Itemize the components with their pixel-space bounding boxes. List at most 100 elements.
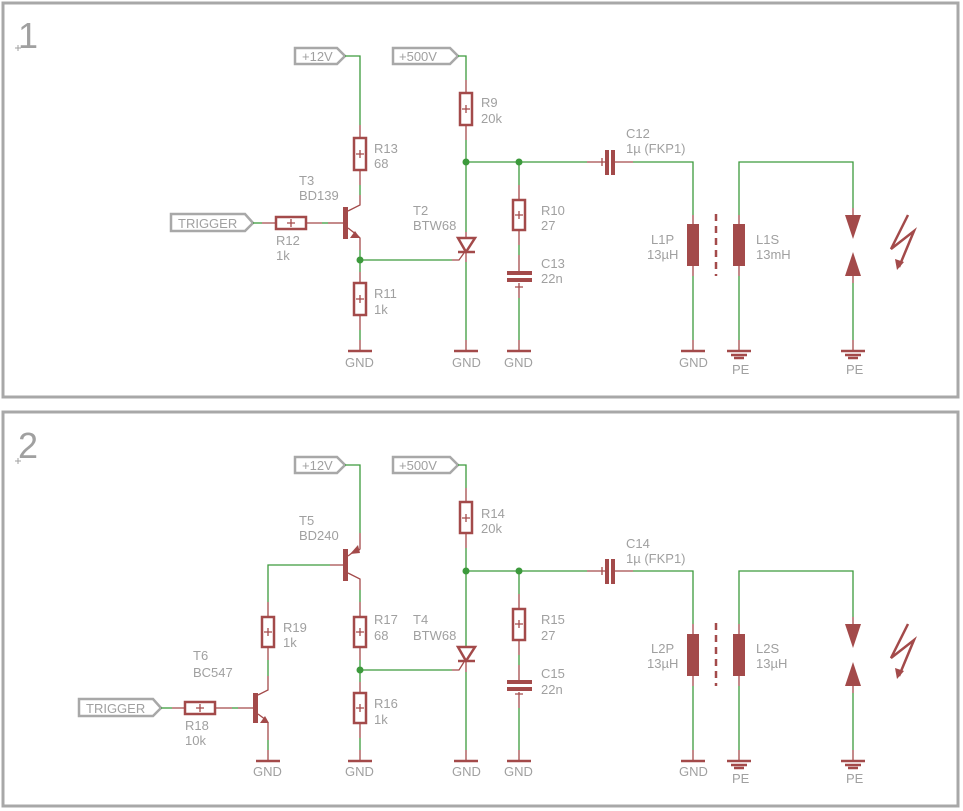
pe-label: PE: [846, 362, 864, 377]
r11-value: 1k: [374, 302, 388, 317]
capacitor-c12[interactable]: C12 1µ (FKP1): [587, 126, 686, 175]
pe-earth-symbol: PE: [841, 340, 865, 377]
sheet-1: 1 +12V R13 68 T3 BD139: [1, 1, 960, 399]
gnd-symbol: GND: [452, 750, 481, 779]
lightning-icon: [889, 623, 917, 677]
port-trigger[interactable]: TRIGGER: [169, 212, 255, 233]
resistor-r11[interactable]: R11 1k: [352, 272, 397, 330]
capacitor-c15[interactable]: C15 22n: [507, 665, 565, 708]
capacitor-c13[interactable]: C13 22n: [507, 255, 565, 298]
r13-value: 68: [374, 156, 388, 171]
port-12v-label: +12V: [302, 458, 333, 473]
resistor-r10[interactable]: R10 27: [511, 185, 565, 245]
t2-value: BTW68: [413, 218, 456, 233]
r14-value: 20k: [481, 521, 502, 536]
t6-name: T6: [193, 648, 208, 663]
port-12v[interactable]: +12V: [293, 455, 347, 475]
t4-value: BTW68: [413, 628, 456, 643]
l1p-name: L1P: [651, 232, 674, 247]
l2p-name: L2P: [651, 641, 674, 656]
l2s-value: 13µH: [756, 656, 787, 671]
c14-name: C14: [626, 536, 650, 551]
resistor-r15[interactable]: R15 27: [511, 594, 565, 655]
port-12v[interactable]: +12V: [293, 46, 347, 66]
gnd-symbol: GND: [504, 750, 533, 779]
gnd-symbol: GND: [345, 750, 374, 779]
sheet-2: 2 +12V T5 BD240 R19 1k: [1, 410, 960, 808]
gnd-symbol: GND: [253, 750, 282, 779]
pe-label: PE: [732, 362, 750, 377]
resistor-r17[interactable]: R17 68: [352, 602, 398, 660]
c14-value: 1µ (FKP1): [626, 551, 686, 566]
port-12v-label: +12V: [302, 49, 333, 64]
transistor-t6[interactable]: T6 BC547: [193, 648, 269, 740]
origin-cross: [15, 45, 21, 51]
l1p-value: 13µH: [647, 247, 678, 262]
sheet-number: 2: [18, 425, 38, 466]
resistor-r12[interactable]: R12 1k: [262, 215, 322, 263]
r12-value: 1k: [276, 248, 290, 263]
pe-earth-symbol: PE: [727, 340, 751, 377]
r9-value: 20k: [481, 111, 502, 126]
sheet-number: 1: [18, 15, 38, 56]
gnd-symbol: GND: [452, 340, 481, 370]
r19-value: 1k: [283, 635, 297, 650]
t3-value: BD139: [299, 188, 339, 203]
r10-value: 27: [541, 218, 555, 233]
transformer-l2[interactable]: L2P 13µH L2S 13µH: [647, 623, 787, 686]
t5-value: BD240: [299, 528, 339, 543]
r17-name: R17: [374, 612, 398, 627]
gnd-symbol: GND: [504, 340, 533, 370]
r12-name: R12: [276, 233, 300, 248]
t2-name: T2: [413, 203, 428, 218]
resistor-r9[interactable]: R9 20k: [458, 80, 502, 140]
spark-gap[interactable]: [845, 617, 861, 693]
r16-name: R16: [374, 696, 398, 711]
r19-name: R19: [283, 620, 307, 635]
r18-value: 10k: [185, 733, 206, 748]
gnd-label: GND: [679, 764, 708, 779]
r15-value: 27: [541, 628, 555, 643]
transistor-t3[interactable]: T3 BD139: [299, 173, 361, 250]
port-500v[interactable]: +500V: [391, 46, 460, 66]
gnd-label: GND: [253, 764, 282, 779]
resistor-r13[interactable]: R13 68: [352, 125, 398, 185]
l1s-name: L1S: [756, 232, 779, 247]
gnd-label: GND: [504, 355, 533, 370]
transistor-t5[interactable]: T5 BD240: [299, 513, 361, 590]
resistor-r19[interactable]: R19 1k: [260, 602, 307, 660]
r9-name: R9: [481, 95, 498, 110]
resistor-r16[interactable]: R16 1k: [352, 682, 398, 738]
pe-earth-symbol: PE: [727, 750, 751, 786]
thyristor-t2[interactable]: T2 BTW68: [413, 203, 478, 262]
spark-gap[interactable]: [845, 208, 861, 283]
port-trigger[interactable]: TRIGGER: [77, 697, 163, 718]
t5-name: T5: [299, 513, 314, 528]
resistor-r18[interactable]: R18 10k: [172, 700, 232, 748]
port-500v[interactable]: +500V: [391, 455, 460, 475]
l2p-value: 13µH: [647, 656, 678, 671]
port-trigger-label: TRIGGER: [86, 701, 145, 716]
capacitor-c14[interactable]: C14 1µ (FKP1): [587, 536, 686, 584]
c15-value: 22n: [541, 682, 563, 697]
r15-name: R15: [541, 612, 565, 627]
gnd-label: GND: [679, 355, 708, 370]
lightning-icon: [889, 214, 917, 268]
resistor-r14[interactable]: R14 20k: [458, 488, 505, 548]
c12-name: C12: [626, 126, 650, 141]
t4-name: T4: [413, 612, 428, 627]
r16-value: 1k: [374, 712, 388, 727]
port-trigger-label: TRIGGER: [178, 216, 237, 231]
l2s-name: L2S: [756, 641, 779, 656]
t6-value: BC547: [193, 665, 233, 680]
gnd-symbol: GND: [679, 750, 708, 779]
thyristor-t4[interactable]: T4 BTW68: [413, 612, 478, 672]
gnd-label: GND: [504, 764, 533, 779]
pe-label: PE: [732, 771, 750, 786]
pe-label: PE: [846, 771, 864, 786]
origin-cross: [15, 458, 21, 464]
c13-name: C13: [541, 256, 565, 271]
transformer-l1[interactable]: L1P 13µH L1S 13mH: [647, 214, 791, 276]
gnd-symbol: GND: [345, 340, 374, 370]
r11-name: R11: [374, 286, 397, 301]
